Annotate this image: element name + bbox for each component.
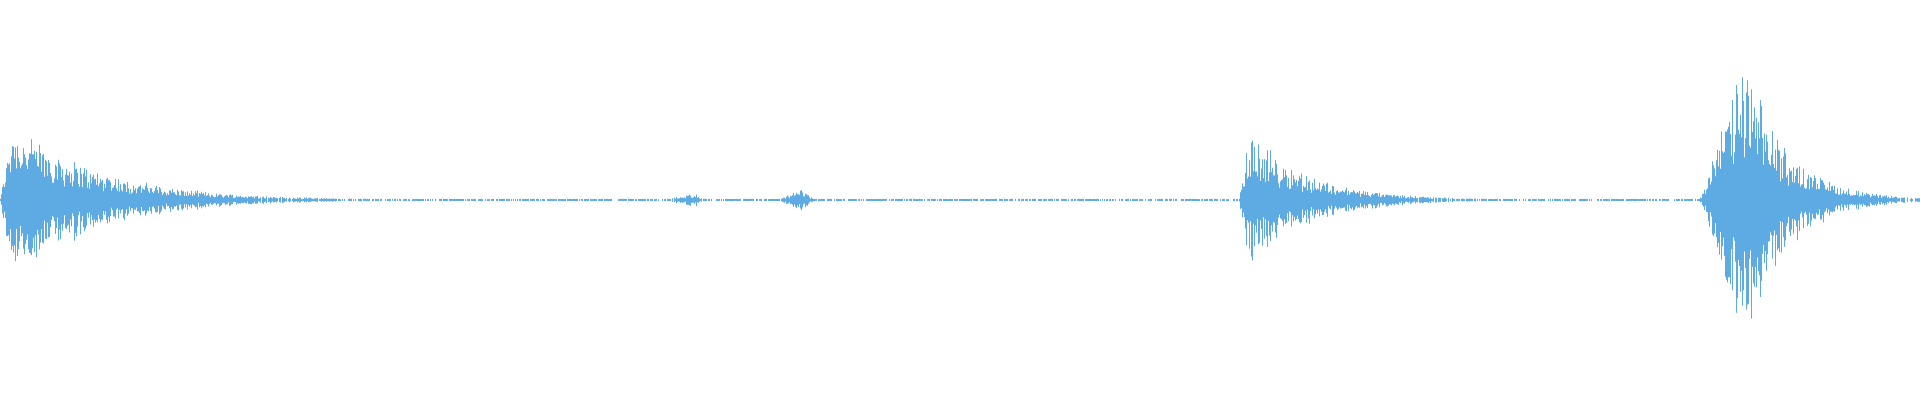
waveform-bars	[0, 77, 1920, 319]
waveform-trace	[0, 77, 1920, 319]
